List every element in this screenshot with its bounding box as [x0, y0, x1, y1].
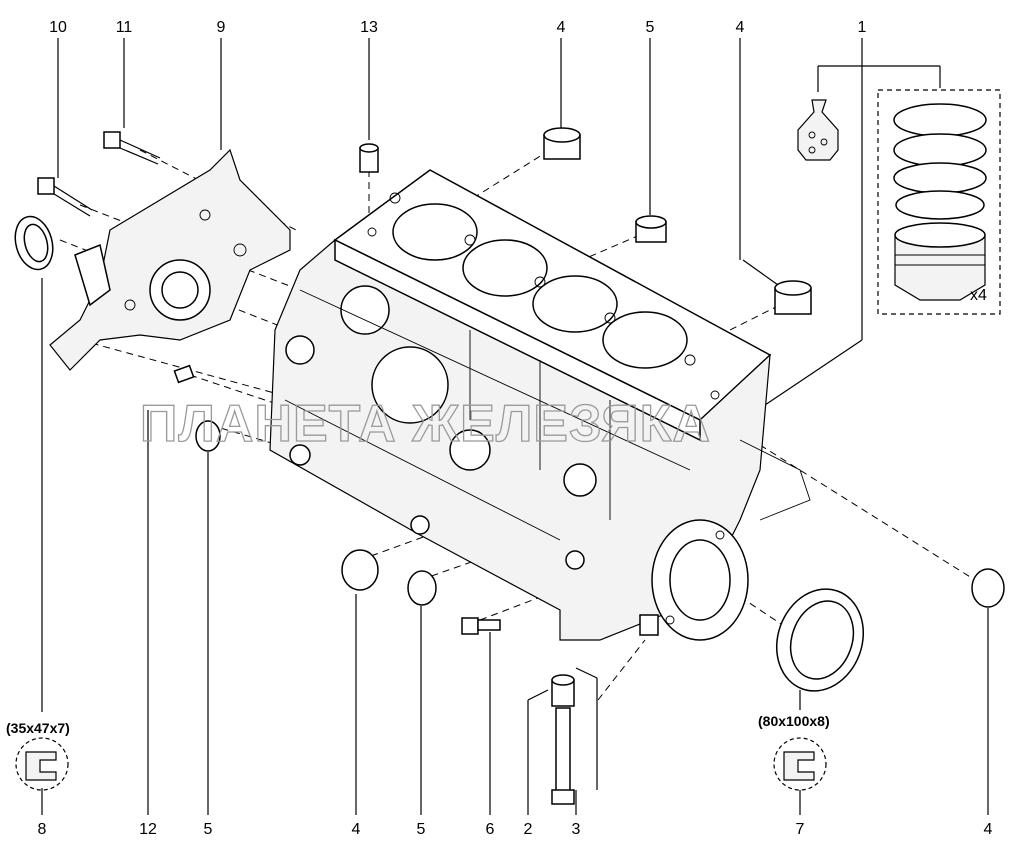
- callout-10: 10: [49, 19, 67, 36]
- core-plugs: [195, 127, 1005, 608]
- cover-bolts: [37, 131, 161, 217]
- grease-bag-icon: [797, 99, 839, 161]
- seal-size-small: (35x47x7): [6, 720, 70, 736]
- callout-8: 8: [38, 821, 47, 838]
- callout-1: 1: [858, 19, 867, 36]
- dowel-pin: [173, 364, 195, 384]
- callout-5-top: 5: [646, 19, 655, 36]
- callout-5-bottom-b: 5: [417, 821, 426, 838]
- callout-11: 11: [116, 19, 133, 36]
- callout-4-bottom-b: 4: [984, 821, 993, 838]
- callout-7: 7: [796, 821, 805, 838]
- seal-section-icon: [773, 737, 827, 791]
- callout-5-bottom-a: 5: [204, 821, 213, 838]
- front-cover: [49, 148, 291, 371]
- cylinder-block: [269, 169, 811, 641]
- callout-13: 13: [360, 19, 378, 36]
- plug-bolt: [461, 617, 501, 635]
- callout-4-top-a: 4: [557, 19, 566, 36]
- front-oil-seal: [14, 215, 54, 271]
- rear-oil-seal: [775, 588, 865, 692]
- seal-size-large: (80x100x8): [758, 713, 830, 729]
- dowel-sleeve: [359, 143, 379, 173]
- callout-3: 3: [572, 821, 581, 838]
- oil-jet-bolt: [551, 674, 575, 805]
- seal-section-icon: [15, 737, 69, 791]
- piston-kit: x4: [877, 89, 1001, 315]
- callout-4-top-b: 4: [736, 19, 745, 36]
- callout-12: 12: [139, 821, 157, 838]
- callout-6: 6: [486, 821, 495, 838]
- leader-lines: [41, 38, 989, 815]
- quantity-label: x4: [970, 287, 987, 304]
- callout-2: 2: [524, 821, 533, 838]
- callout-9: 9: [217, 19, 226, 36]
- callout-4-bottom-a: 4: [352, 821, 361, 838]
- watermark: ПЛАНЕТА ЖЕЛЕЗЯКА: [140, 395, 711, 453]
